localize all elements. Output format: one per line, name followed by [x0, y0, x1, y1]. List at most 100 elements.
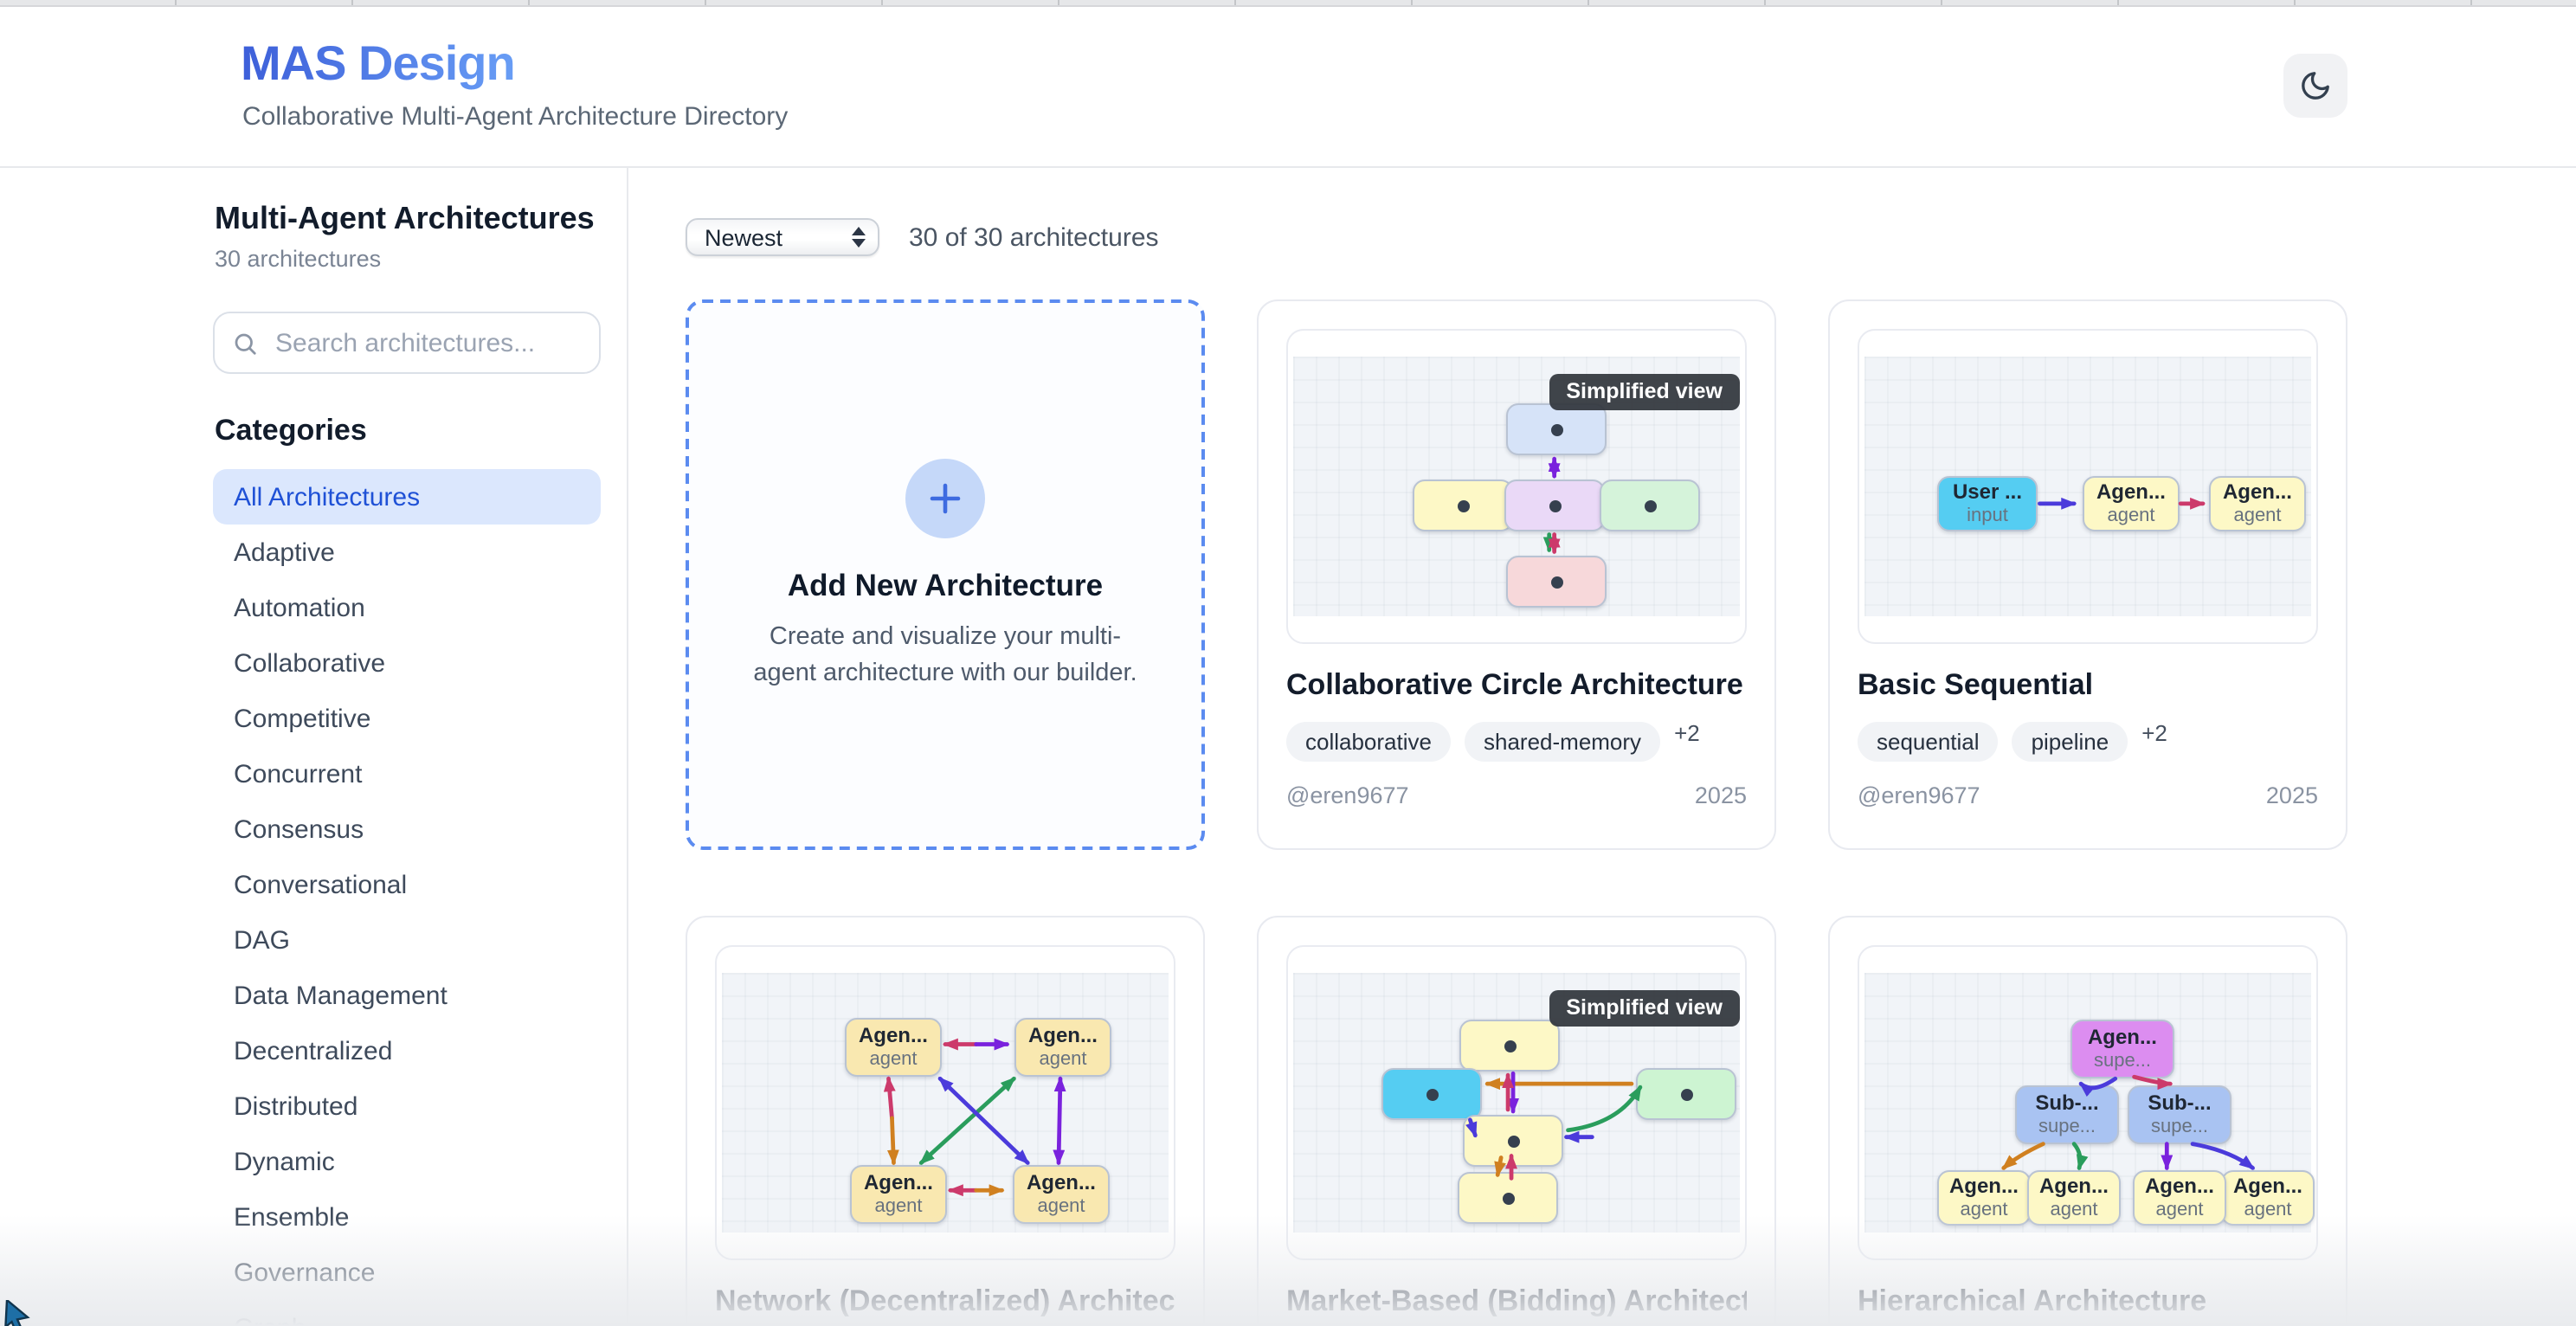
card-year: 2025: [1694, 782, 1747, 808]
select-spinner-icon: [852, 227, 866, 248]
more-tags-count: +2: [2141, 720, 2167, 746]
sidebar-item-data-management[interactable]: Data Management: [234, 981, 448, 1010]
tag-row: sequential pipeline +2: [1858, 720, 2318, 762]
diagram-node: Sub-...supe...: [2015, 1085, 2119, 1144]
diagram-canvas: Agen...supe... Sub-...supe...Sub-...supe.…: [1864, 973, 2315, 1233]
more-tags-count: +2: [1674, 720, 1700, 746]
sidebar-item-automation[interactable]: Automation: [234, 593, 365, 622]
diagram-node: Agen...supe...: [2070, 1020, 2174, 1078]
diagram-node: [1459, 1020, 1560, 1072]
sidebar-item-distributed[interactable]: Distributed: [234, 1091, 358, 1121]
diagram-canvas: Simplified view: [1293, 357, 1740, 616]
search-box[interactable]: [213, 312, 623, 374]
diagram-node: [1504, 480, 1605, 531]
architecture-card[interactable]: Agen...supe... Sub-...supe...Sub-...supe.…: [1828, 916, 2347, 1326]
simplified-view-badge: Simplified view: [1549, 374, 1740, 410]
diagram-node: Sub-...supe...: [2128, 1085, 2231, 1144]
card-year: 2025: [2265, 782, 2318, 808]
diagram-node: Agen...agent: [2209, 476, 2306, 531]
page-subtitle: Collaborative Multi-Agent Architecture D…: [242, 102, 789, 132]
diagram-node: Agen...agent: [845, 1018, 942, 1077]
tag-collaborative[interactable]: collaborative: [1286, 722, 1451, 762]
diagram-node: [1413, 480, 1513, 531]
toolbar: Newest 30 of 30 architectures: [686, 218, 2576, 256]
theme-toggle-button[interactable]: [2283, 54, 2347, 118]
sidebar-item-collaborative[interactable]: Collaborative: [234, 648, 386, 678]
sidebar-item-competitive[interactable]: Competitive: [234, 704, 371, 733]
sidebar-item-dynamic[interactable]: Dynamic: [234, 1147, 335, 1176]
card-title: Basic Sequential: [1858, 668, 2094, 701]
architecture-preview: Agen...supe... Sub-...supe...Sub-...supe.…: [1858, 945, 2318, 1260]
tag-sequential[interactable]: sequential: [1858, 722, 1999, 762]
sidebar-item-dag[interactable]: DAG: [234, 925, 291, 955]
diagram-node: [1636, 1068, 1736, 1120]
search-input[interactable]: [272, 326, 623, 359]
tag-shared-memory[interactable]: shared-memory: [1465, 722, 1661, 762]
categories-heading: Categories: [215, 414, 367, 447]
sidebar: Multi-Agent Architectures 30 architectur…: [0, 168, 628, 1326]
diagram-node: [1506, 403, 1607, 455]
browser-tab-strip-edge: [0, 0, 2576, 7]
tag-row: collaborative shared-memory +2: [1286, 720, 1747, 762]
diagram-node: [1381, 1068, 1482, 1120]
add-architecture-card[interactable]: Add New Architecture Create and visualiz…: [686, 299, 1205, 850]
sidebar-item-conversational[interactable]: Conversational: [234, 870, 408, 899]
diagram-node: Agen...agent: [1014, 1018, 1111, 1077]
simplified-view-badge: Simplified view: [1549, 990, 1740, 1027]
diagram-node: Agen...agent: [2083, 476, 2180, 531]
sort-select-value: Newest: [705, 224, 783, 250]
moon-icon: [2299, 69, 2332, 102]
diagram-node: Agen...agent: [2133, 1170, 2226, 1226]
card-footer: @eren9677 2025: [1286, 782, 1747, 808]
sidebar-count: 30 architectures: [215, 246, 382, 272]
sidebar-title: Multi-Agent Architectures: [215, 201, 595, 235]
sidebar-item-governance[interactable]: Governance: [234, 1258, 376, 1287]
architecture-preview: User ...input Agen...agent Agen...agent: [1858, 329, 2318, 644]
sidebar-item-all-architectures[interactable]: All Architectures: [213, 469, 601, 525]
diagram-node: [1458, 1172, 1558, 1224]
card-title: Collaborative Circle Architecture: [1286, 668, 1743, 701]
sidebar-item-decentralized[interactable]: Decentralized: [234, 1036, 393, 1065]
diagram-node: [1600, 480, 1700, 531]
diagram-node: Agen...agent: [850, 1165, 947, 1224]
results-count: 30 of 30 architectures: [909, 222, 1159, 252]
diagram-node: Agen...agent: [2027, 1170, 2121, 1226]
add-card-description: Create and visualize your multi-agent ar…: [753, 622, 1137, 686]
architecture-preview: Simplified view: [1286, 945, 1747, 1260]
add-card-title: Add New Architecture: [787, 567, 1104, 602]
diagram-node: [1506, 556, 1607, 608]
sort-select[interactable]: Newest: [686, 218, 879, 256]
diagram-node: Agen...agent: [1937, 1170, 2031, 1226]
sidebar-item-concurrent[interactable]: Concurrent: [234, 759, 363, 789]
diagram-node: User ...input: [1937, 476, 2038, 531]
search-icon: [232, 330, 258, 356]
diagram-node: [1463, 1115, 1563, 1167]
main-content: Newest 30 of 30 architectures Add New Ar…: [628, 168, 2576, 1326]
mouse-cursor: [4, 1300, 30, 1326]
diagram-canvas: Simplified view: [1293, 973, 1740, 1233]
sidebar-item-consensus[interactable]: Consensus: [234, 814, 364, 844]
sidebar-item-ensemble[interactable]: Ensemble: [234, 1202, 350, 1232]
card-title: Hierarchical Architecture: [1858, 1284, 2207, 1317]
architecture-grid: Add New Architecture Create and visualiz…: [686, 299, 2576, 1326]
tag-pipeline[interactable]: pipeline: [2012, 722, 2128, 762]
card-title: Market-Based (Bidding) Architecture: [1286, 1284, 1747, 1317]
sidebar-item-graph[interactable]: Graph: [213, 1300, 601, 1326]
card-title: Network (Decentralized) Architecture: [715, 1284, 1175, 1317]
diagram-canvas: User ...input Agen...agent Agen...agent: [1864, 357, 2311, 616]
diagram-node: Agen...agent: [2221, 1170, 2315, 1226]
plus-icon: [905, 458, 985, 538]
sidebar-item-adaptive[interactable]: Adaptive: [234, 537, 335, 567]
card-author: @eren9677: [1286, 782, 1409, 808]
header: MAS Design Collaborative Multi-Agent Arc…: [0, 7, 2576, 168]
page-title: MAS Design: [241, 36, 516, 90]
